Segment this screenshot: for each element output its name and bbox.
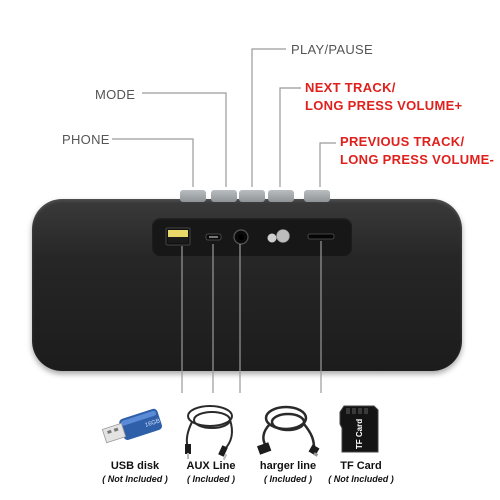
charger-line-note: ( Included ) xyxy=(264,474,312,484)
tf-card-slot-icon xyxy=(307,233,335,240)
usb-disk-image: 16GB xyxy=(101,408,163,444)
play-pause-label: PLAY/PAUSE xyxy=(291,42,373,57)
usb-port-icon xyxy=(165,227,191,246)
usb-disk-caption: USB disk xyxy=(110,460,160,472)
previous-track-label-line1: PREVIOUS TRACK/ xyxy=(340,134,465,149)
next-track-button[interactable] xyxy=(268,190,294,202)
next-track-label-line1: NEXT TRACK/ xyxy=(305,80,396,95)
previous-track-label-line2: LONG PRESS VOLUME- xyxy=(340,152,495,167)
micro-usb-port-icon xyxy=(205,233,222,241)
aux-jack-icon xyxy=(233,229,249,245)
play-pause-leader xyxy=(251,48,286,187)
charger-line-caption: harger line xyxy=(259,460,317,472)
tf-card-caption: TF Card xyxy=(340,460,382,472)
usb-disk-note: ( Not Included ) xyxy=(102,474,168,484)
port-panel-icons xyxy=(165,227,335,246)
next-track-label-line2: LONG PRESS VOLUME+ xyxy=(305,98,463,113)
mode-label: MODE xyxy=(95,87,136,102)
previous-track-button[interactable] xyxy=(304,190,330,202)
next-track-leader xyxy=(279,87,301,187)
phone-button[interactable] xyxy=(180,190,206,202)
svg-text:16GB: 16GB xyxy=(144,418,160,428)
tf-card-print: TF Card xyxy=(355,419,364,449)
phone-leader xyxy=(112,138,194,187)
previous-track-leader xyxy=(319,142,336,187)
aux-cable-image xyxy=(185,405,233,460)
charger-cable-image xyxy=(256,405,320,457)
mode-button[interactable] xyxy=(211,190,237,202)
indicator-led-icon xyxy=(267,229,290,243)
play-pause-button[interactable] xyxy=(239,190,265,202)
phone-label: PHONE xyxy=(62,132,110,147)
aux-line-caption: AUX Line xyxy=(186,460,236,472)
mode-leader xyxy=(142,92,227,187)
tf-card-note: ( Not Included ) xyxy=(328,474,394,484)
aux-line-note: ( Included ) xyxy=(187,474,235,484)
tf-card-image: TF Card xyxy=(339,405,379,453)
